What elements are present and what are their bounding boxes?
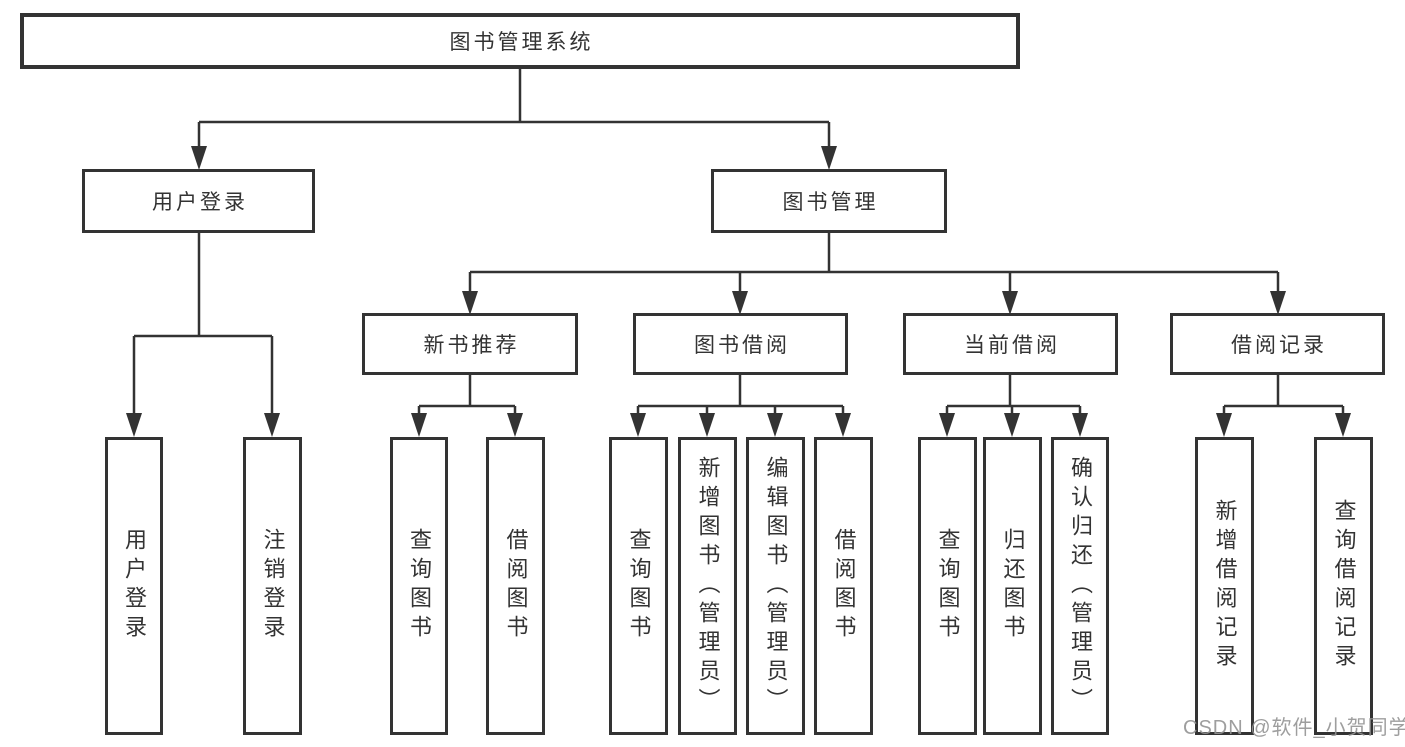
node-book-borrow: 图书借阅: [633, 313, 848, 375]
arrow-icon: [767, 413, 783, 437]
leaf-user-login: 用户登录: [105, 437, 163, 735]
arrow-icon: [126, 413, 142, 437]
watermark-text: CSDN @软件_小贺同学: [1183, 717, 1405, 739]
arrow-icon: [1216, 413, 1232, 437]
arrow-icon: [507, 413, 523, 437]
connector-current-borrow: [945, 375, 1082, 417]
arrow-icon: [699, 413, 715, 437]
node-borrow-records: 借阅记录: [1170, 313, 1385, 375]
arrow-icon: [462, 291, 478, 315]
arrow-icon: [264, 413, 280, 437]
leaf-confirm-return-admin: 确认归还（管理员）: [1051, 437, 1109, 735]
connector-borrow-records: [1222, 375, 1345, 417]
leaf-recommend-borrow-books: 借阅图书: [486, 437, 545, 735]
leaf-logout: 注销登录: [243, 437, 302, 735]
connector-book-borrow: [636, 375, 845, 417]
arrow-icon: [411, 413, 427, 437]
arrow-icon: [835, 413, 851, 437]
leaf-edit-books-admin: 编辑图书（管理员）: [746, 437, 805, 735]
connector-book-management: [468, 233, 1280, 295]
node-user-login: 用户登录: [82, 169, 315, 233]
connector-new-book-recommend: [417, 375, 517, 417]
node-current-borrow: 当前借阅: [903, 313, 1118, 375]
leaf-current-query-books: 查询图书: [918, 437, 977, 735]
arrow-icon: [939, 413, 955, 437]
arrow-icon: [1270, 291, 1286, 315]
leaf-borrow-borrow-books: 借阅图书: [814, 437, 873, 735]
arrow-icon: [1002, 291, 1018, 315]
leaf-add-borrow-record: 新增借阅记录: [1195, 437, 1254, 735]
connector-user-login: [132, 233, 274, 417]
node-new-book-recommend: 新书推荐: [362, 313, 578, 375]
leaf-recommend-query-books: 查询图书: [390, 437, 448, 735]
arrow-icon: [191, 146, 207, 170]
leaf-return-books: 归还图书: [983, 437, 1042, 735]
arrow-icon: [1072, 413, 1088, 437]
node-book-management: 图书管理: [711, 169, 947, 233]
node-library-system: 图书管理系统: [20, 13, 1020, 69]
leaf-add-books-admin: 新增图书（管理员）: [678, 437, 737, 735]
arrow-icon: [1004, 413, 1020, 437]
arrow-icon: [821, 146, 837, 170]
arrow-icon: [1335, 413, 1351, 437]
arrow-icon: [732, 291, 748, 315]
arrow-icon: [630, 413, 646, 437]
connector-root: [197, 68, 831, 150]
leaf-borrow-query-books: 查询图书: [609, 437, 668, 735]
leaf-query-borrow-record: 查询借阅记录: [1314, 437, 1373, 735]
